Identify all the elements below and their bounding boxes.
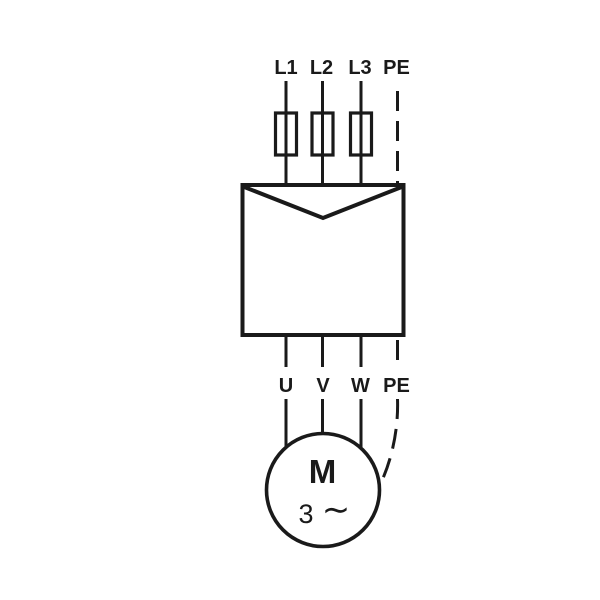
motor-letter: M	[309, 453, 337, 490]
ac-wave-icon: ∼	[322, 491, 351, 529]
contactor-chevron-icon	[242, 184, 404, 221]
pe-conductor-curve	[377, 398, 400, 489]
motor-phase-count: 3	[298, 499, 313, 529]
label-l3: L3	[348, 57, 371, 79]
contactor-box	[240, 183, 406, 337]
label-l2: L2	[310, 57, 333, 79]
motor-circle	[264, 431, 382, 549]
fuse-symbol-l3	[348, 111, 374, 157]
fuse-symbol-l2	[310, 111, 335, 157]
label-pe-bottom: PE	[383, 375, 410, 397]
label-pe-top: PE	[383, 57, 410, 79]
label-l1: L1	[274, 57, 297, 79]
label-u: U	[279, 375, 293, 397]
label-w: W	[351, 375, 370, 397]
label-v: V	[316, 375, 330, 397]
fuse-symbol-l1	[273, 111, 299, 157]
